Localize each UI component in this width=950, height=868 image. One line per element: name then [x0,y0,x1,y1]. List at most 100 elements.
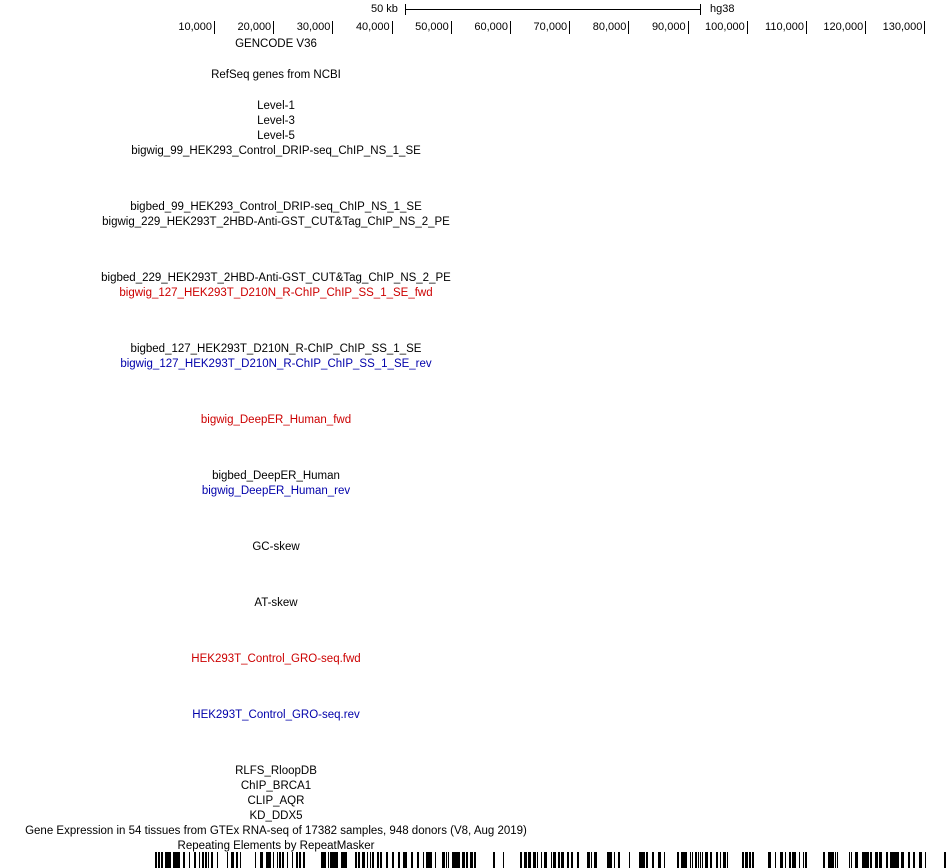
repeat-element [260,852,263,868]
track-label[interactable]: KD_DDX5 [249,810,303,822]
repeat-element [875,852,878,868]
repeat-element [367,852,368,868]
track-label[interactable]: RLFS_RloopDB [235,765,317,777]
repeat-element [652,852,654,868]
track-label[interactable]: bigwig_DeepER_Human_fwd [200,414,352,426]
repeat-element [411,852,413,868]
repeat-element [426,852,432,868]
repeat-element [435,852,436,868]
repeat-element [828,852,834,868]
repeat-element [692,852,693,868]
repeat-element [890,852,899,868]
repeat-element [849,852,850,868]
repeat-element [266,852,271,868]
repeat-element [392,852,394,868]
ruler-tick-label: 10,000 [178,21,212,33]
ruler-tick: 50,000 [415,21,452,34]
ruler-tick-mark [450,21,452,34]
ruler-tick-label: 120,000 [823,21,864,33]
repeat-element [723,852,726,868]
repeat-element [835,852,836,868]
track-label[interactable]: Level-3 [257,115,295,127]
repeat-element [553,852,556,868]
track-label[interactable]: HEK293T_Control_GRO-seq.rev [192,709,360,721]
repeat-element [700,852,701,868]
repeat-element [296,852,298,868]
repeat-element [386,852,388,868]
repeat-element [567,852,569,868]
repeat-element [908,852,910,868]
repeat-element [752,852,754,868]
repeat-element [165,852,171,868]
repeat-element [362,852,365,868]
repeat-element [474,852,476,868]
repeat-element [749,852,751,868]
repeat-element [199,852,200,868]
track-label[interactable]: ChIP_BRCA1 [240,780,312,792]
repeat-element [287,852,288,868]
track-label[interactable]: bigbed_99_HEK293_Control_DRIP-seq_ChIP_N… [130,201,422,213]
ruler-tick-label: 20,000 [237,21,272,33]
ruler-tick-mark [806,21,807,34]
repeat-element [886,852,888,868]
repeat-element [780,852,783,868]
repeat-element [528,852,531,868]
repeat-element [417,852,419,868]
repeat-element [745,852,748,868]
repeat-element [358,852,360,868]
repeat-element [211,852,213,868]
track-label[interactable]: Repeating Elements by RepeatMasker [177,840,375,852]
repeat-element [341,852,347,868]
repeat-element [398,852,400,868]
repeat-element [208,852,209,868]
repeat-element [558,852,560,868]
ruler-tick-mark [687,21,689,34]
repeat-element [279,852,281,868]
repeat-element [925,852,926,868]
repeat-element [677,852,679,868]
repeat-element [913,852,915,868]
repeat-element [614,852,615,868]
track-label[interactable]: bigwig_127_HEK293T_D210N_R-ChIP_ChIP_SS_… [120,358,432,370]
track-label[interactable]: AT-skew [254,597,298,609]
repeat-element [470,852,473,868]
track-label[interactable]: bigbed_DeepER_Human [212,470,340,482]
repeat-element [742,852,744,868]
repeat-element [618,852,620,868]
track-label[interactable]: bigwig_229_HEK293T_2HBD-Anti-GST_CUT&Tag… [102,216,450,228]
repeat-element [273,852,274,868]
repeat-element [423,852,424,868]
repeat-element [855,852,858,868]
ruler-tick-label: 50,000 [415,21,449,33]
ruler-tick-mark [214,21,215,34]
repeat-element [520,852,522,868]
track-label[interactable]: GENCODE V36 [235,38,317,50]
repeat-element [541,852,542,868]
repeat-element [158,852,160,868]
ruler-tick-label: 60,000 [474,21,508,33]
track-label[interactable]: bigwig_99_HEK293_Control_DRIP-seq_ChIP_N… [131,145,421,157]
track-label[interactable]: HEK293T_Control_GRO-seq.fwd [191,653,361,665]
track-label[interactable]: Level-1 [257,100,295,112]
track-label[interactable]: RefSeq genes from NCBI [211,69,341,81]
repeat-element [805,852,807,868]
track-label[interactable]: Gene Expression in 54 tissues from GTEx … [25,825,527,837]
ruler-tick-mark [273,21,275,34]
track-label[interactable]: CLIP_AQR [247,795,305,807]
track-label[interactable]: bigbed_229_HEK293T_2HBD-Anti-GST_CUT&Tag… [101,272,451,284]
track-label[interactable]: bigwig_127_HEK293T_D210N_R-ChIP_ChIP_SS_… [119,287,433,299]
track-label[interactable]: bigbed_127_HEK293T_D210N_R-ChIP_ChIP_SS_… [130,343,422,355]
ruler-tick-mark [865,21,867,34]
track-label[interactable]: GC-skew [252,541,300,553]
repeat-element [303,852,305,868]
repeat-element [493,852,495,868]
track-label[interactable]: bigwig_DeepER_Human_rev [201,485,351,497]
repeat-element [217,852,218,868]
ruler-tick-mark [628,21,630,34]
repeatmasker-track[interactable] [155,852,950,868]
track-label[interactable]: Level-5 [257,130,295,142]
repeat-element [462,852,465,868]
repeat-element [785,852,786,868]
scale-bar-label: 50 kb [371,3,398,15]
